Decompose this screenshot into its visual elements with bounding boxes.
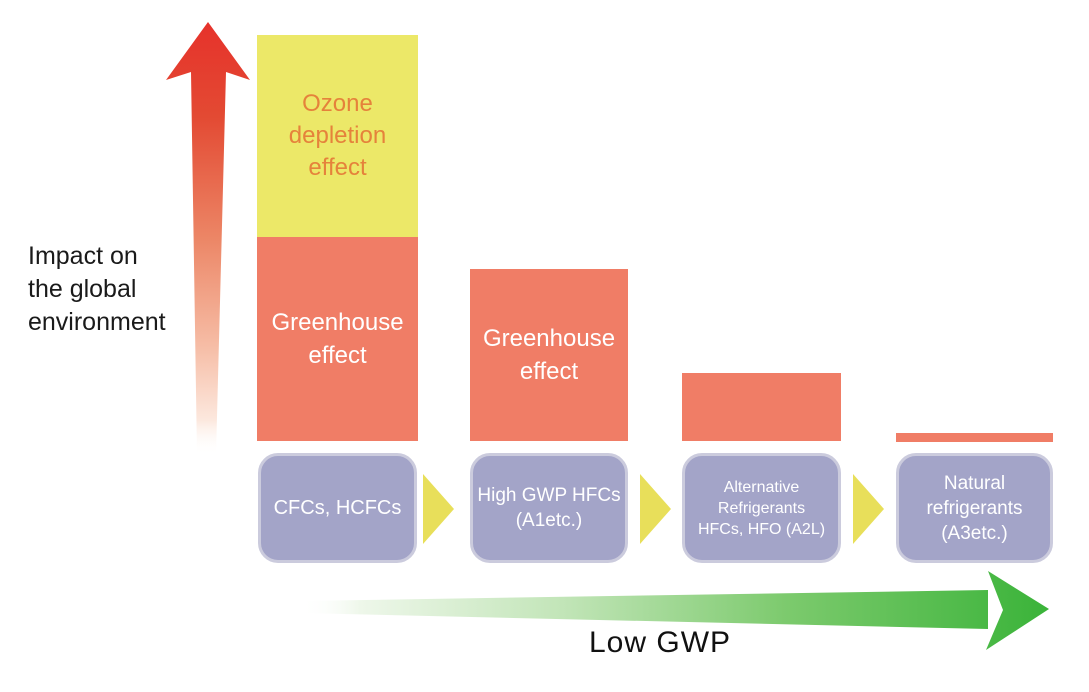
refrigerant-box-alt-label-line3: HFCs, HFO (A2L) (697, 520, 826, 538)
low-gwp-right-arrow-icon (300, 571, 1049, 650)
ozone-label-line2: depletion (288, 122, 387, 149)
refrigerant-box-alternative: Alternative Refrigerants HFCs, HFO (A2L) (682, 453, 841, 563)
refrigerant-box-high-gwp-hfcs: High GWP HFCs (A1etc.) (470, 453, 628, 563)
greenhouse-label-line2: effect (519, 358, 579, 385)
bar-alternative-greenhouse-segment (682, 373, 841, 441)
impact-axis-label-line2: the global (28, 275, 137, 303)
flow-arrow-icon-2 (640, 474, 671, 544)
refrigerant-box-cfcs: CFCs, HCFCs (258, 453, 417, 563)
refrigerant-box-alt-label-line1: Alternative (723, 478, 800, 496)
bar-hfcs-greenhouse-segment: Greenhouse effect (470, 269, 628, 441)
greenhouse-label-line1: Greenhouse (271, 309, 404, 336)
low-gwp-label: Low GWP (588, 626, 732, 659)
flow-arrow-icon-3 (853, 474, 884, 544)
greenhouse-label-line1: Greenhouse (482, 325, 616, 352)
refrigerant-box-hfcs-label-line1: High GWP HFCs (477, 485, 621, 506)
ozone-label-line3: effect (308, 154, 367, 181)
refrigerant-box-natural-label-line3: (A3etc.) (941, 522, 1008, 544)
refrigerant-box-natural: Natural refrigerants (A3etc.) (896, 453, 1053, 563)
bar-natural-greenhouse-segment (896, 433, 1053, 442)
impact-axis-label-line1: Impact on (28, 242, 138, 270)
refrigerant-box-cfcs-label: CFCs, HCFCs (273, 497, 402, 519)
flow-arrow-icon-1 (423, 474, 454, 544)
bar-cfcs-ozone-segment: Ozone depletion effect (257, 35, 418, 237)
ozone-label-line1: Ozone (302, 90, 373, 117)
impact-axis-label-line3: environment (28, 308, 166, 336)
impact-axis-label: Impact on the global environment (28, 240, 248, 339)
greenhouse-label-line2: effect (308, 342, 367, 369)
refrigerant-box-hfcs-label-line2: (A1etc.) (515, 510, 583, 531)
impact-up-arrow-icon (166, 22, 250, 455)
refrigerant-box-alt-label-line2: Refrigerants (717, 499, 806, 517)
bar-cfcs-greenhouse-segment: Greenhouse effect (257, 237, 418, 441)
refrigerant-box-natural-label-line1: Natural (943, 472, 1006, 494)
refrigerant-box-natural-label-line2: refrigerants (926, 497, 1023, 519)
